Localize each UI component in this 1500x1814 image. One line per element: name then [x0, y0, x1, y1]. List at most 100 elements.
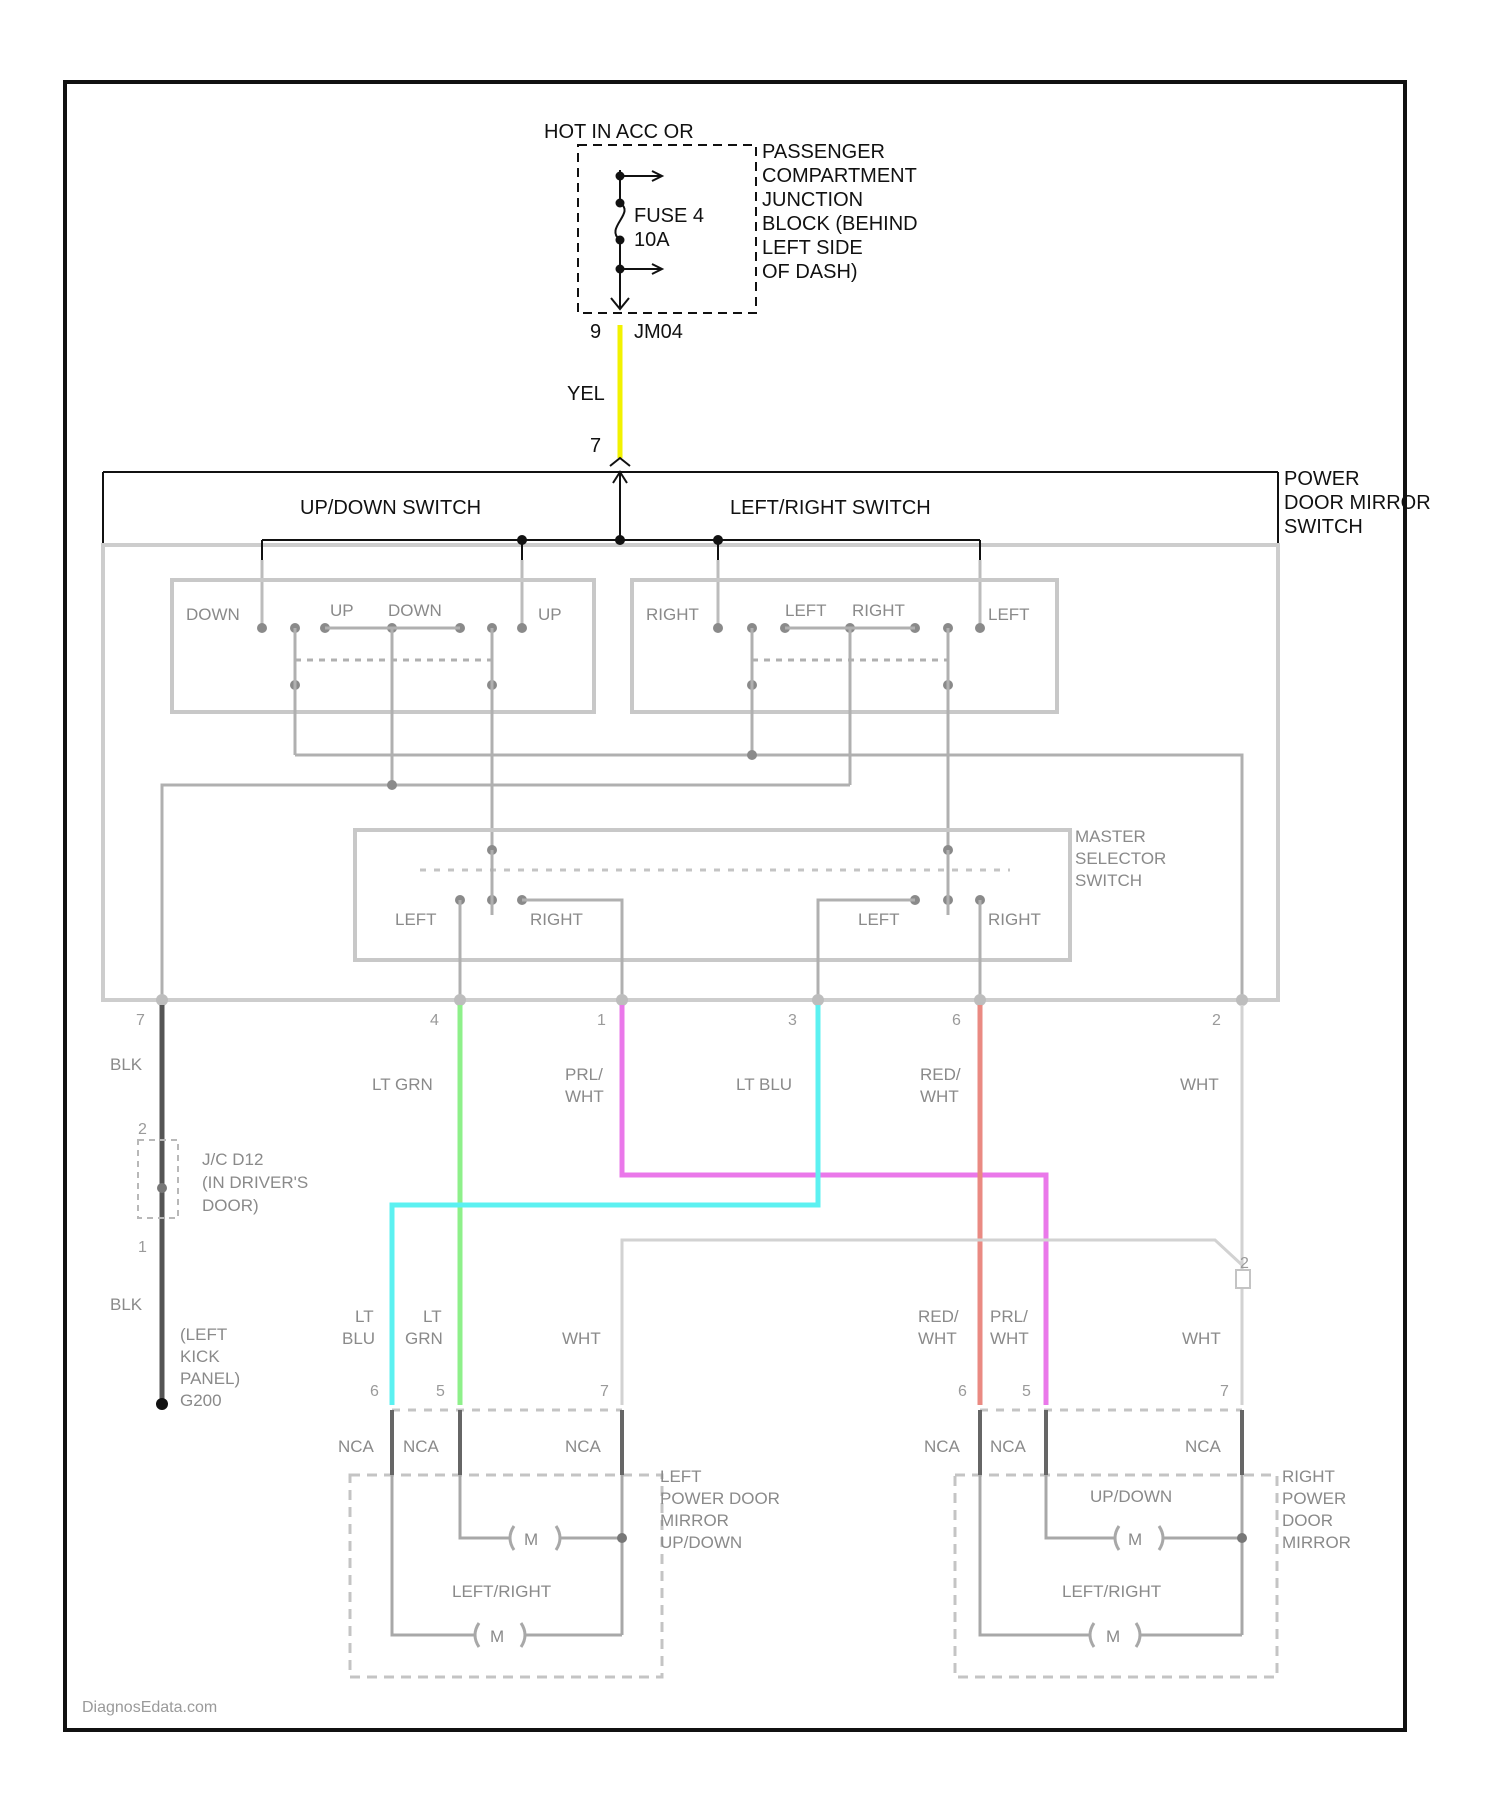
selector-left-1: LEFT: [395, 910, 437, 929]
switch-name-3: SWITCH: [1284, 516, 1363, 538]
selector-right-1: RIGHT: [530, 910, 583, 929]
ground-label-2: KICK: [180, 1347, 220, 1366]
svg-text:M: M: [524, 1530, 538, 1549]
splice-icon: [1236, 1270, 1250, 1288]
left-mirror-wire-lt-grn-1: LT: [423, 1307, 442, 1326]
switch-bottom-pin-3: 3: [788, 1012, 797, 1029]
fuse-rating: 10A: [634, 229, 670, 251]
ground-splice-label-3: DOOR): [202, 1196, 259, 1215]
left-mirror-conn-1: NCA: [338, 1437, 375, 1456]
left-mirror-pin-5: 5: [436, 1383, 445, 1400]
right-power-door-mirror: RED/ WHT PRL/ WHT WHT 6 5 7 NCA NCA NCA …: [918, 1307, 1351, 1677]
junction-block-name-1: PASSENGER: [762, 141, 885, 163]
left-mirror-wire-wht: WHT: [562, 1329, 601, 1348]
switch-name-1: POWER: [1284, 468, 1360, 490]
wire-label-lt-grn: LT GRN: [372, 1075, 433, 1094]
svg-text:2: 2: [138, 1121, 147, 1138]
switch-bottom-pin-1: 1: [597, 1012, 606, 1029]
ground-icon: [156, 1398, 168, 1410]
wire-label-yel: YEL: [567, 383, 605, 405]
right-mirror-leftright-label: LEFT/RIGHT: [1062, 1582, 1161, 1601]
right-mirror-updown-label: UP/DOWN: [1090, 1487, 1172, 1506]
junction-block-name-3: JUNCTION: [762, 189, 863, 211]
master-selector-box: [355, 830, 1070, 960]
svg-text:M: M: [490, 1627, 504, 1646]
updown-contact-down: DOWN: [186, 605, 240, 624]
connector-icon: [610, 458, 630, 466]
bus-node: [615, 535, 625, 545]
wire-lt-blu: [392, 1005, 818, 1405]
junction-block-name-5: LEFT SIDE: [762, 237, 863, 259]
leftright-switch-box: [632, 580, 1057, 712]
leftright-contact-right: RIGHT: [646, 605, 699, 624]
switch-bottom-pin-7: 7: [136, 1012, 145, 1029]
updown-switch-box: [172, 580, 594, 712]
left-mirror-pin-7: 7: [600, 1383, 609, 1400]
updown-contact-center-down: DOWN: [388, 601, 442, 620]
junction-block-name-4: BLOCK (BEHIND: [762, 213, 918, 235]
right-mirror-wire-prl-wht-2: WHT: [990, 1329, 1029, 1348]
left-mirror-name-1: LEFT: [660, 1467, 702, 1486]
left-mirror-name-3: MIRROR: [660, 1511, 729, 1530]
fuse-icon: [615, 203, 624, 240]
switch-pin-7: 7: [590, 435, 601, 457]
ground-label-1: (LEFT: [180, 1325, 227, 1344]
selector-left-2: LEFT: [858, 910, 900, 929]
wire-label-prl-wht-b: WHT: [565, 1087, 604, 1106]
leftright-contact-left: LEFT: [988, 605, 1030, 624]
right-mirror-wire-red-wht-1: RED/: [918, 1307, 959, 1326]
ground-label-4: G200: [180, 1391, 222, 1410]
left-mirror-wire-lt-grn-2: GRN: [405, 1329, 443, 1348]
switch-bottom-pin-6: 6: [952, 1012, 961, 1029]
left-mirror-name-4: UP/DOWN: [660, 1533, 742, 1552]
right-mirror-name-4: MIRROR: [1282, 1533, 1351, 1552]
leftright-switch-label: LEFT/RIGHT SWITCH: [730, 497, 931, 519]
switch-name-2: DOOR MIRROR: [1284, 492, 1431, 514]
junction-block-name-2: COMPARTMENT: [762, 165, 917, 187]
wire-label-lt-blu: LT BLU: [736, 1075, 792, 1094]
wire-label-red-wht-a: RED/: [920, 1065, 961, 1084]
svg-text:M: M: [1106, 1627, 1120, 1646]
right-mirror-name-1: RIGHT: [1282, 1467, 1335, 1486]
watermark: DiagnosEdata.com: [82, 1699, 217, 1716]
svg-text:M: M: [1128, 1530, 1142, 1549]
left-mirror-wire-lt-blu-1: LT: [355, 1307, 374, 1326]
wire-label-prl-wht-a: PRL/: [565, 1065, 603, 1084]
left-mirror-leftright-motor: M: [475, 1623, 525, 1647]
ground-label-3: PANEL): [180, 1369, 240, 1388]
fuse-name: FUSE 4: [634, 205, 704, 227]
switch-bottom-pin-4: 4: [430, 1012, 439, 1029]
right-mirror-wire-prl-wht-1: PRL/: [990, 1307, 1028, 1326]
right-mirror-pin-5: 5: [1022, 1383, 1031, 1400]
page-frame: [65, 82, 1405, 1730]
right-mirror-conn-1: NCA: [924, 1437, 961, 1456]
wire-label-wht: WHT: [1180, 1075, 1219, 1094]
svg-text:1: 1: [138, 1239, 147, 1256]
selector-name-1: MASTER: [1075, 827, 1146, 846]
updown-contact-up: UP: [538, 605, 562, 624]
hot-in-label: HOT IN ACC OR: [544, 121, 694, 143]
right-mirror-wire-wht: WHT: [1182, 1329, 1221, 1348]
left-mirror-pin-6: 6: [370, 1383, 379, 1400]
wire-label-blk-1: BLK: [110, 1055, 143, 1074]
wire-label-blk-2: BLK: [110, 1295, 143, 1314]
right-mirror-name-3: DOOR: [1282, 1511, 1333, 1530]
right-mirror-name-2: POWER: [1282, 1489, 1346, 1508]
right-mirror-conn-2: NCA: [990, 1437, 1027, 1456]
wire-label-red-wht-b: WHT: [920, 1087, 959, 1106]
updown-contact-center-up: UP: [330, 601, 354, 620]
leftright-contact-center-left: LEFT: [785, 601, 827, 620]
selector-name-2: SELECTOR: [1075, 849, 1166, 868]
junction-block-name-6: OF DASH): [762, 261, 858, 283]
left-mirror-conn-3: NCA: [565, 1437, 602, 1456]
right-mirror-conn-3: NCA: [1185, 1437, 1222, 1456]
right-mirror-updown-motor: M: [1115, 1526, 1163, 1550]
left-mirror-wire-lt-blu-2: BLU: [342, 1329, 375, 1348]
right-mirror-wire-red-wht-2: WHT: [918, 1329, 957, 1348]
right-mirror-leftright-motor: M: [1090, 1623, 1140, 1647]
splice-label: 2: [1240, 1255, 1249, 1272]
right-mirror-pin-6: 6: [958, 1383, 967, 1400]
left-mirror-outline: [350, 1475, 662, 1677]
selector-right-2: RIGHT: [988, 910, 1041, 929]
